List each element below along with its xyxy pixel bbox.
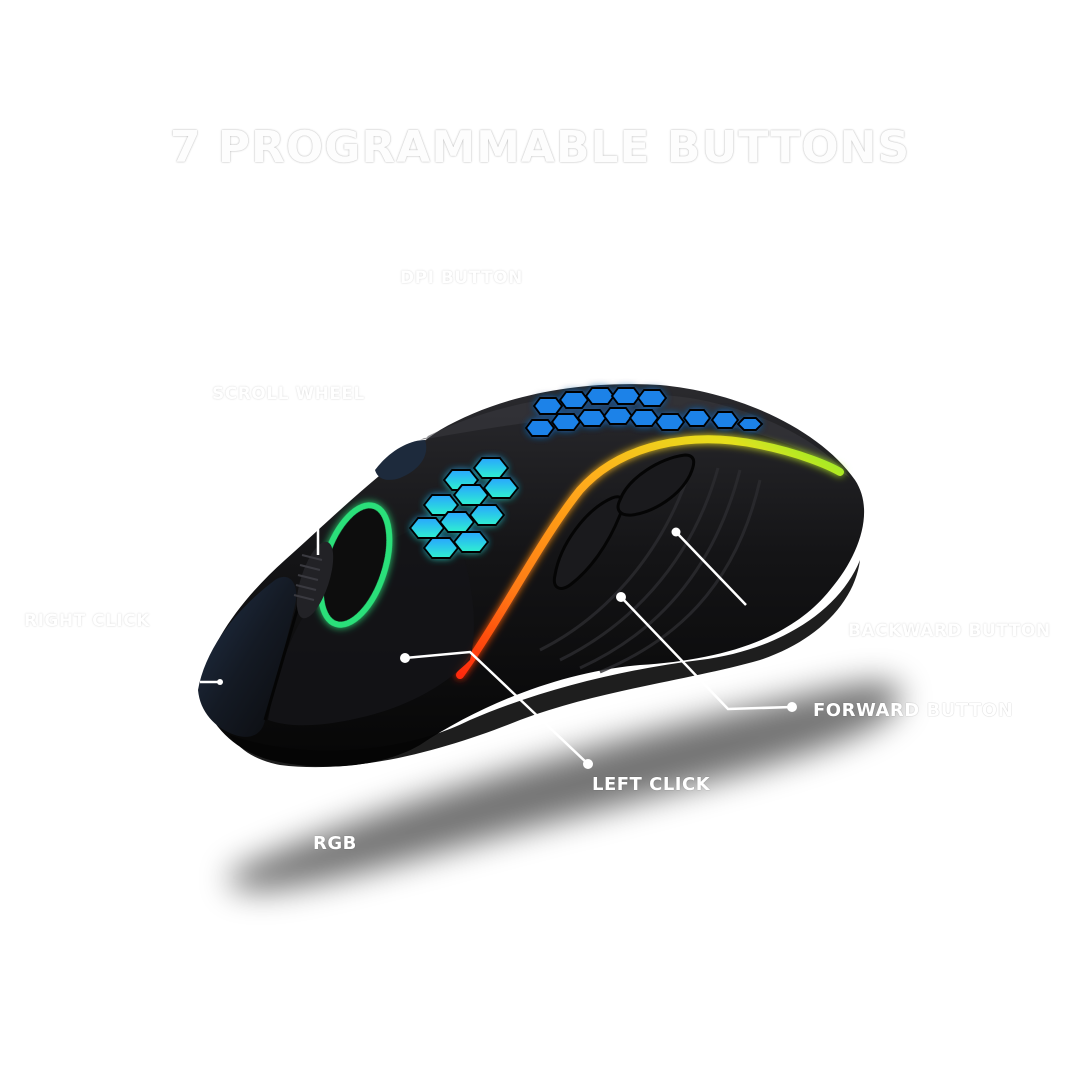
label-backward-button: BACKWARD BUTTON: [848, 621, 1051, 641]
callout-line-backward: [675, 531, 747, 606]
scroll-wheel-graphic: [293, 502, 393, 628]
label-left-click: LEFT CLICK: [592, 774, 711, 795]
callout-lines: [200, 419, 793, 765]
callout-line-left-click: [404, 650, 589, 765]
callout-dot: [671, 527, 681, 537]
mouse-shadow: [229, 682, 901, 891]
callout-dots: [217, 432, 797, 769]
side-buttons: [552, 453, 696, 590]
callout-dot: [217, 679, 223, 685]
label-scroll-wheel: SCROLL WHEEL: [212, 384, 365, 404]
left-button-shell: [198, 515, 474, 737]
headline: 7 PROGRAMMABLE BUTTONS: [169, 122, 911, 173]
callout-dot: [616, 592, 626, 602]
callout-line-dpi: [424, 419, 441, 436]
label-rgb: RGB: [313, 833, 357, 854]
callout-dot: [400, 653, 410, 663]
rgb-light-strip: [456, 435, 844, 679]
dpi-button-graphic: [375, 440, 427, 480]
honeycomb-holes-back: [524, 387, 764, 437]
side-grip-texture: [539, 467, 762, 674]
honeycomb-holes-front: [408, 457, 520, 559]
callout-dot: [583, 759, 593, 769]
callout-dot: [422, 432, 428, 438]
label-dpi-button: DPI BUTTON: [400, 268, 523, 288]
label-right-click: RIGHT CLICK: [24, 611, 150, 631]
callout-dot: [787, 702, 797, 712]
callout-line-forward: [620, 596, 793, 711]
label-forward-button: FORWARD BUTTON: [813, 700, 1014, 721]
